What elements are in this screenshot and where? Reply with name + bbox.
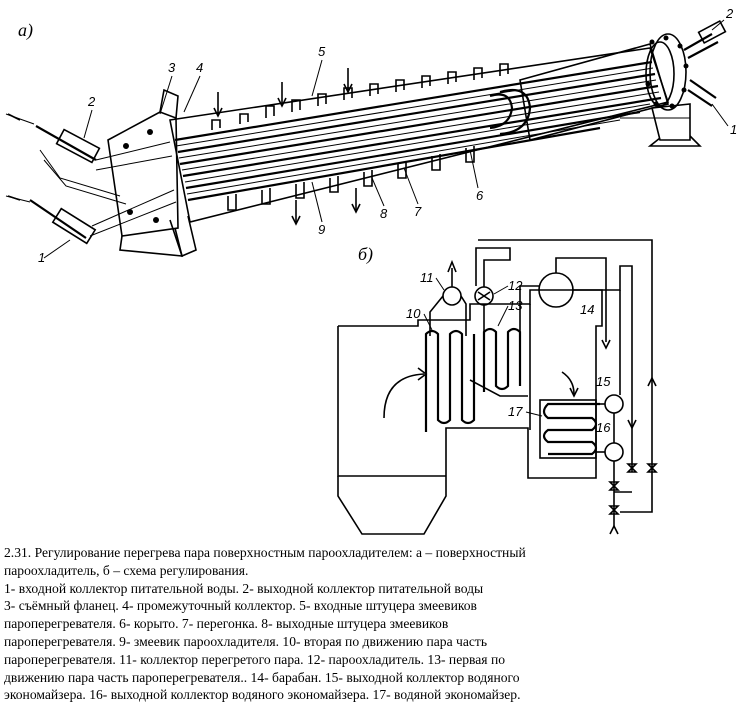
label-b-10: 10 bbox=[406, 306, 421, 321]
caption-line: 2.31. Регулирование перегрева пара повер… bbox=[4, 545, 526, 560]
caption-line: 1- входной коллектор питательной воды. 2… bbox=[4, 580, 484, 596]
label-b-13: 13 bbox=[508, 298, 523, 313]
desuperheater-drawing bbox=[5, 19, 727, 258]
label-a-6: 6 bbox=[476, 188, 484, 203]
label-a-1: 1 bbox=[38, 250, 45, 265]
label-b-17: 17 bbox=[508, 404, 523, 419]
regulation-scheme bbox=[337, 239, 658, 535]
label-a-4: 4 bbox=[196, 60, 203, 75]
figure-drawing: а) bbox=[5, 6, 737, 535]
part-a-label: а) bbox=[18, 20, 33, 41]
label-b-16: 16 bbox=[596, 420, 611, 435]
caption-line: движению пара часть пароперегревателя.. … bbox=[4, 669, 520, 685]
caption-line: экономайзера. 16- выходной коллектор вод… bbox=[4, 687, 521, 703]
label-a-1-right: 1 bbox=[730, 122, 737, 137]
figure-caption: 2.31. Регулирование перегрева пара повер… bbox=[4, 544, 740, 704]
label-a-5: 5 bbox=[318, 44, 326, 59]
caption-line: пароохладитель, б – схема регулирования. bbox=[4, 562, 249, 578]
caption-line: 3- съёмный фланец. 4- промежуточный колл… bbox=[4, 598, 477, 614]
label-b-11: 11 bbox=[420, 270, 434, 285]
label-a-2-right: 2 bbox=[725, 6, 734, 21]
part-b-label: б) bbox=[358, 244, 373, 265]
label-b-12: 12 bbox=[508, 278, 523, 293]
caption-line: пароперегревателя. 9- змеевик пароохлади… bbox=[4, 633, 488, 649]
label-a-2: 2 bbox=[87, 94, 96, 109]
label-a-3: 3 bbox=[168, 60, 176, 75]
label-a-8: 8 bbox=[380, 206, 388, 221]
caption-line: пароперегревателя. 11- коллектор перегре… bbox=[4, 651, 506, 667]
label-a-9: 9 bbox=[318, 222, 325, 237]
caption-line: пароперегревателя. 6- корыто. 7- перегон… bbox=[4, 616, 449, 632]
label-a-7: 7 bbox=[414, 204, 422, 219]
label-b-14: 14 bbox=[580, 302, 594, 317]
label-b-15: 15 bbox=[596, 374, 611, 389]
